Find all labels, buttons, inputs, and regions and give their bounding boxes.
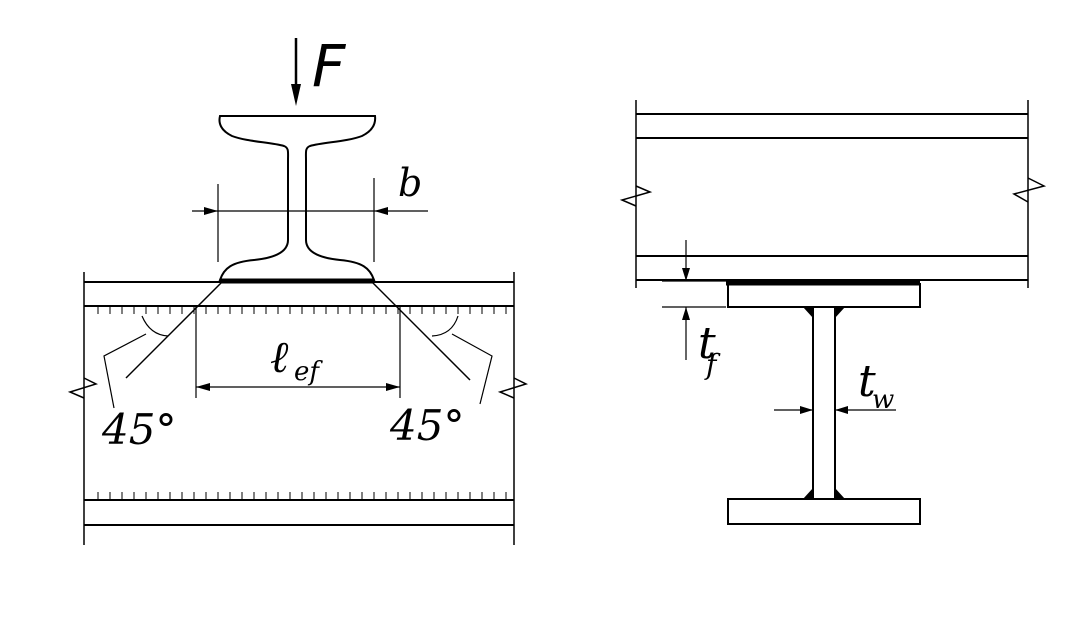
top-flange-hatch xyxy=(97,306,507,314)
dimension-b xyxy=(192,178,428,262)
right-angle-arc xyxy=(431,315,459,337)
left-break-mark xyxy=(67,377,99,399)
left-angle-arc xyxy=(141,315,169,337)
lef-subscript: ef xyxy=(294,357,323,387)
right-view xyxy=(619,100,1047,525)
rail-right-break-mark xyxy=(1012,177,1047,203)
left-view xyxy=(67,38,529,545)
tf-label: t xyxy=(698,318,716,369)
top-flange xyxy=(727,283,921,308)
right-angle-leader xyxy=(451,333,493,405)
dimension-lef xyxy=(196,383,400,391)
web xyxy=(812,306,836,500)
force-arrow xyxy=(291,38,301,106)
dimension-tw xyxy=(774,406,896,414)
b-label: b xyxy=(398,161,422,205)
rail-left-break-mark xyxy=(619,185,653,207)
tw-subscript: w xyxy=(872,385,894,415)
dispersion-lines xyxy=(125,281,471,398)
lef-label: ℓ xyxy=(270,332,289,383)
bottom-flange xyxy=(727,498,921,525)
angle-right-label: 45° xyxy=(389,401,464,450)
angle-left-label: 45° xyxy=(101,405,176,454)
tf-subscript: f xyxy=(704,348,721,381)
left-angle-leader xyxy=(103,333,147,409)
tw-label: t xyxy=(858,356,876,407)
force-label: F xyxy=(312,32,347,100)
right-break-mark xyxy=(497,377,529,399)
bottom-flange-hatch xyxy=(97,492,507,500)
dimension-tf xyxy=(662,240,726,360)
rail-head xyxy=(218,115,377,281)
welds xyxy=(803,307,845,499)
